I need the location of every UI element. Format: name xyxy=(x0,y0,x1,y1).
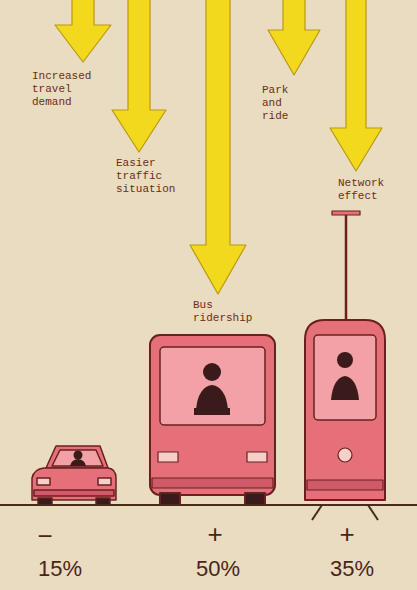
ground-line xyxy=(0,504,417,506)
car xyxy=(32,446,116,505)
arrow xyxy=(190,0,246,294)
arrow-label: Increased travel demand xyxy=(32,70,112,109)
arrow xyxy=(112,0,166,152)
arrow-label: Network effect xyxy=(338,177,408,203)
change-sign: + xyxy=(322,519,372,549)
change-sign: − xyxy=(20,521,70,551)
arrow-label: Park and ride xyxy=(262,84,308,123)
share-percent: 35% xyxy=(312,556,392,582)
share-percent: 50% xyxy=(178,556,258,582)
change-sign: + xyxy=(190,519,240,549)
bus xyxy=(150,335,275,505)
arrow-label: Easier traffic situation xyxy=(116,157,202,196)
arrow xyxy=(55,0,111,62)
tram xyxy=(305,211,385,520)
arrow xyxy=(330,0,382,171)
share-percent: 15% xyxy=(20,556,100,582)
arrow xyxy=(268,0,320,75)
arrow-label: Bus ridership xyxy=(193,299,257,325)
